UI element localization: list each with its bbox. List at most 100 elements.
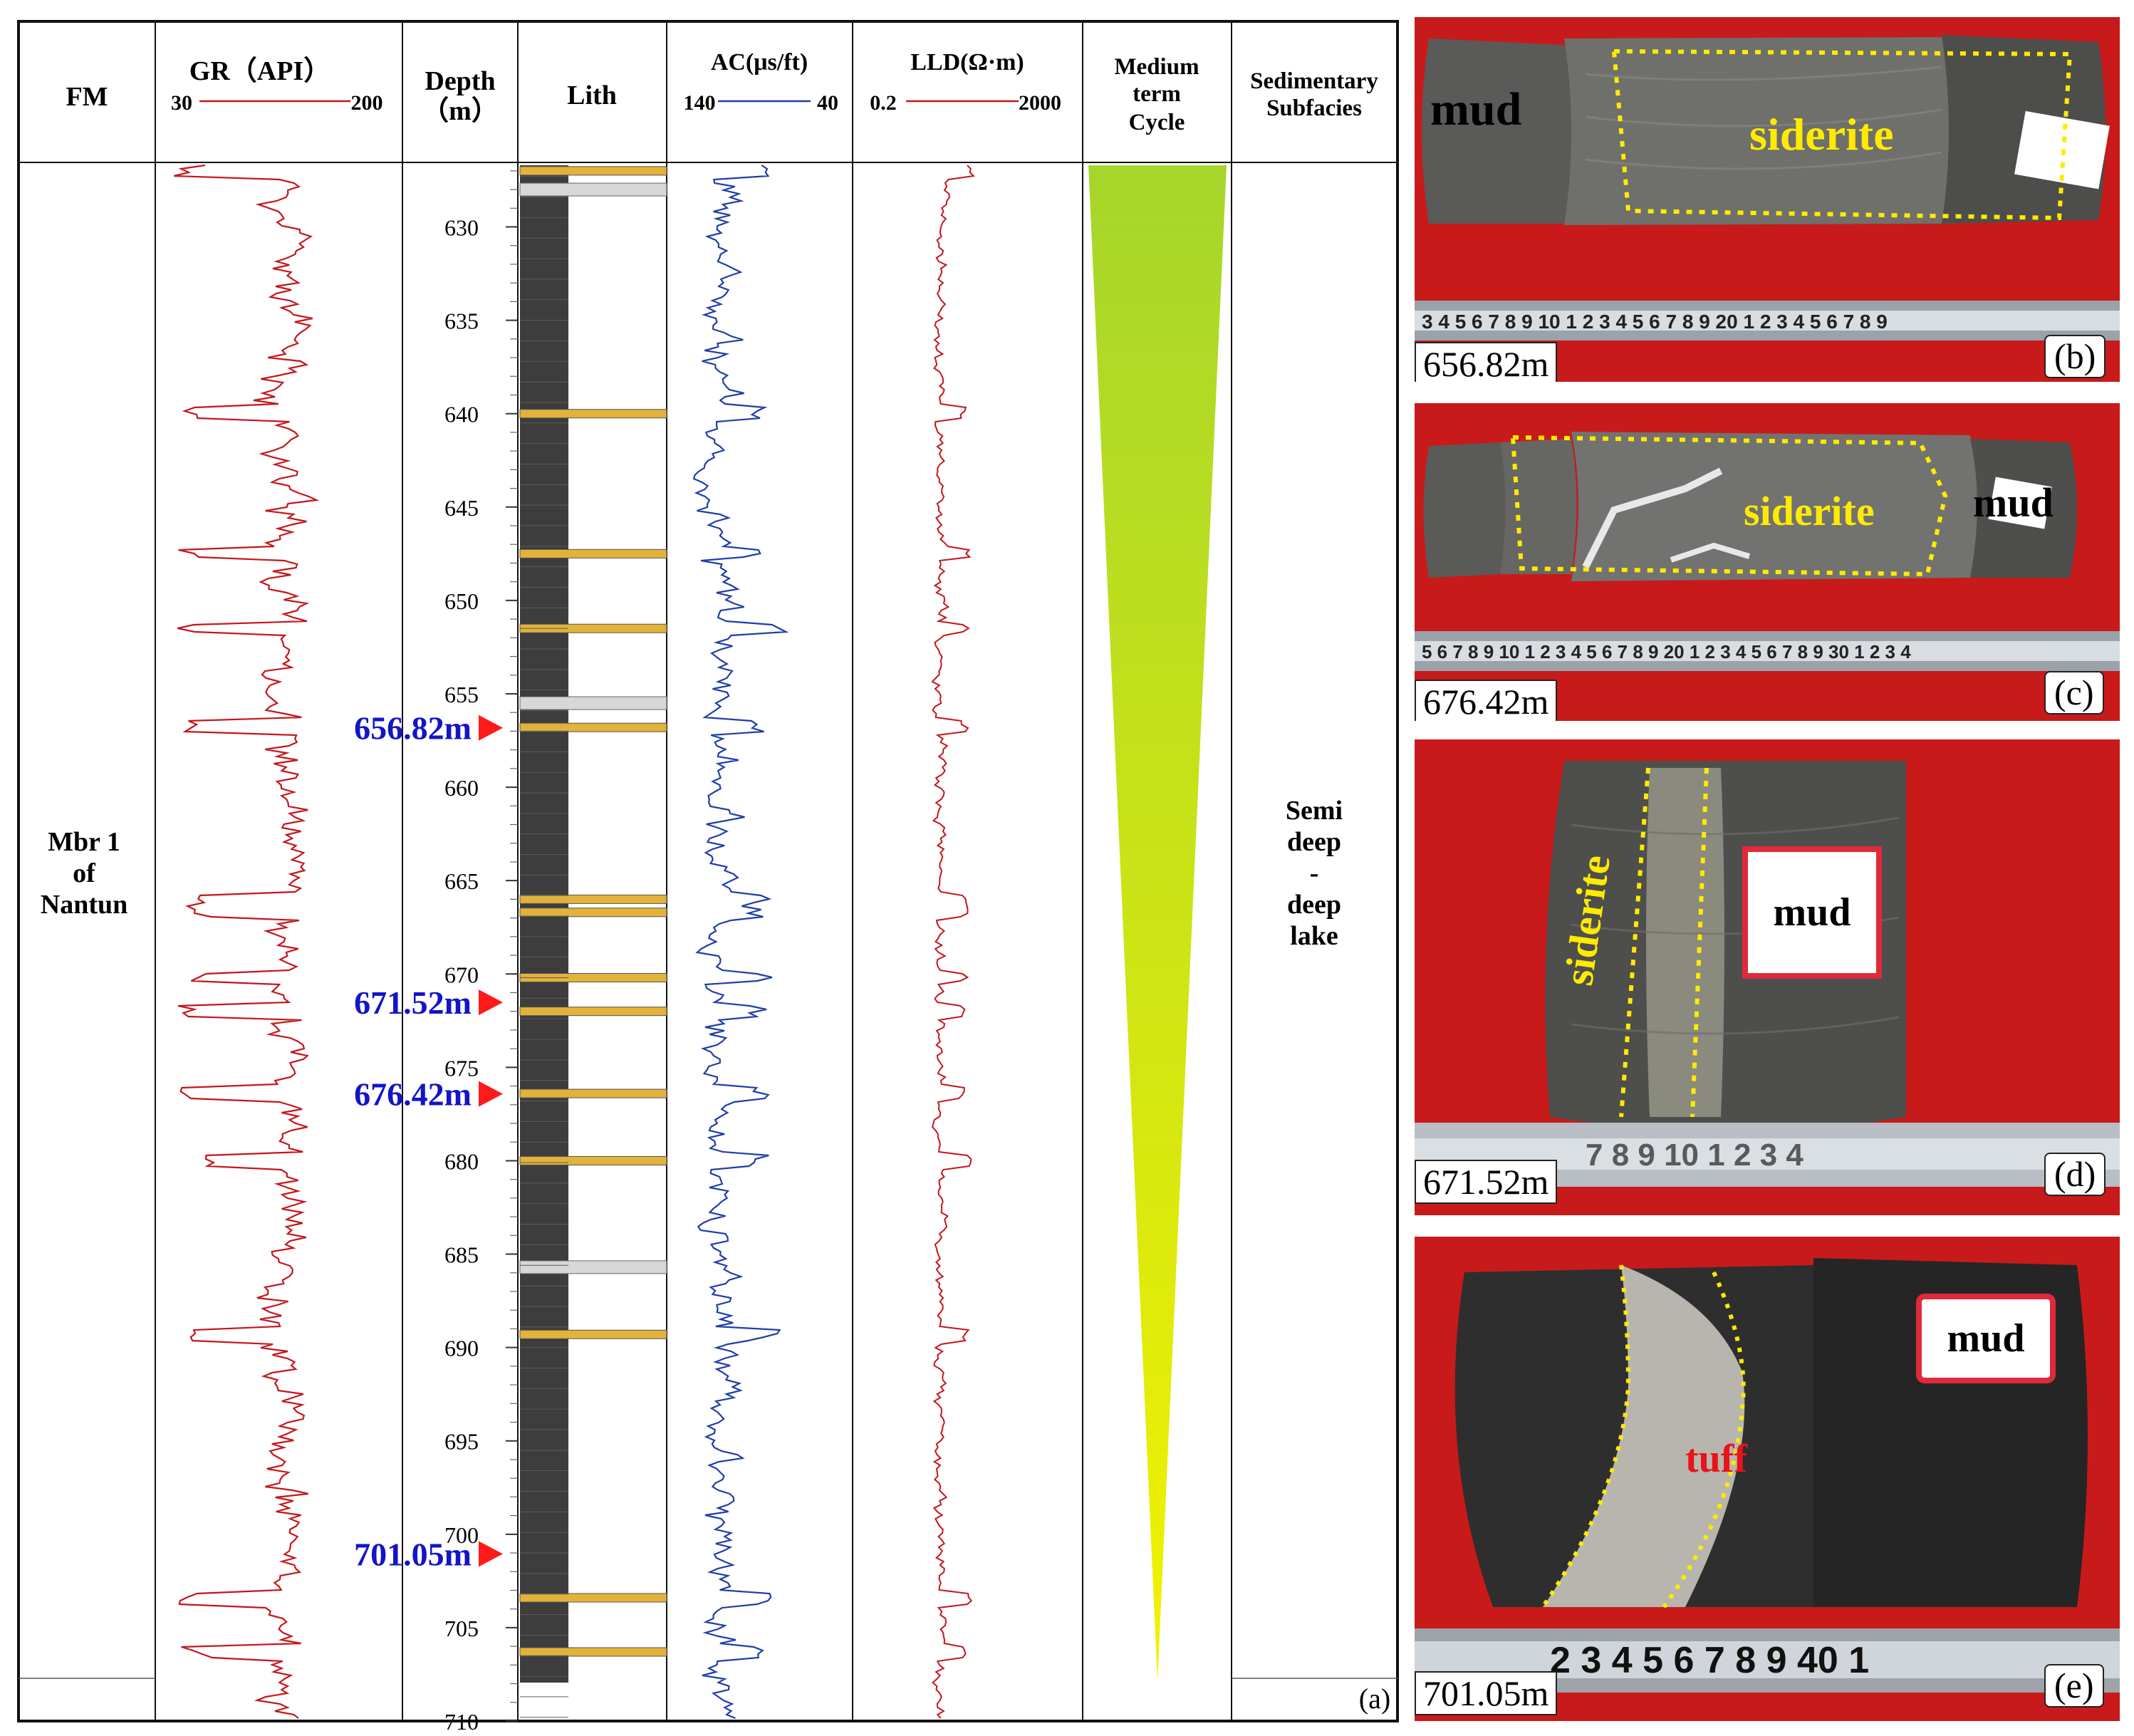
depth-markers: 656.82m 671.52m 676.42m 701.05m (354, 710, 503, 1572)
formation-line-3: Nantun (41, 890, 128, 920)
header-depth-unit: （m） (422, 96, 499, 126)
depth-axis: 630 635 640 645 650 655 660 665 670 675 680 685 690 6… (444, 170, 518, 1735)
depth-tick-label: 645 (444, 495, 479, 521)
lith-beds (519, 166, 667, 1718)
tuff-bed (519, 182, 667, 197)
header-lith: Lith (567, 80, 617, 110)
ac-curve (692, 165, 789, 1720)
photo-d-mud-label: mud (1742, 846, 1882, 979)
siderite-bed (519, 722, 667, 732)
depth-marker-label: 656.82m (354, 710, 472, 747)
siderite-bed (519, 908, 667, 918)
depth-tick-label: 695 (444, 1429, 479, 1455)
formation-line-1: Mbr 1 (48, 827, 120, 857)
photo-e-panel-label: (e) (2044, 1664, 2104, 1708)
depth-marker-label: 676.42m (354, 1076, 472, 1113)
photo-b-panel-label: (b) (2044, 335, 2106, 378)
depth-marker-arrow (479, 714, 503, 741)
core-photo-d: 7 8 9 10 1 2 3 4 mud siderite 671.52m (d… (1415, 739, 2120, 1215)
panel-a-label: (a) (1359, 1683, 1390, 1715)
depth-tick-label: 710 (444, 1709, 479, 1735)
photo-c-mud-label: mud (1973, 479, 2054, 526)
photo-c-depth: 676.42m (1415, 680, 1558, 721)
ruler-d-text: 7 8 9 10 1 2 3 4 (1586, 1138, 1804, 1173)
siderite-bed (519, 1647, 667, 1657)
header-ac: AC(μs/ft) (711, 49, 808, 76)
depth-marker-label: 701.05m (354, 1536, 472, 1572)
header-fm: FM (66, 82, 108, 112)
depth-marker-arrow (479, 1081, 503, 1107)
header-depth: Depth (425, 66, 495, 96)
depth-tick-label: 690 (444, 1336, 479, 1361)
siderite-bed (519, 1155, 667, 1165)
formation-line-2: of (73, 858, 96, 888)
photo-c-panel-label: (c) (2044, 671, 2104, 714)
photo-e-depth: 701.05m (1415, 1671, 1558, 1715)
siderite-bed (519, 409, 667, 419)
tuff-bed (519, 696, 667, 710)
siderite-bed (519, 549, 667, 558)
siderite-bed (519, 1593, 667, 1603)
gr-curve (173, 164, 320, 1719)
ruler-e-text: 2 3 4 5 6 7 8 9 40 1 (1550, 1640, 1869, 1681)
photo-b-siderite-label: siderite (1749, 109, 1894, 160)
medium-term-cycle-triangle (1088, 165, 1227, 1681)
column-dividers (155, 21, 1232, 1721)
header-cycle-3: Cycle (1129, 110, 1185, 135)
facies-line-3: - (1310, 858, 1319, 888)
facies-line-2: deep (1287, 827, 1341, 857)
depth-marker-arrow (479, 989, 503, 1016)
header-gr: GR（API） (189, 56, 330, 86)
lld-curve (931, 165, 975, 1719)
photo-d-depth: 671.52m (1415, 1160, 1558, 1204)
depth-marker-arrow (479, 1541, 503, 1567)
photo-e-tuff-label: tuff (1685, 1437, 1748, 1481)
depth-tick-label: 650 (444, 588, 479, 614)
depth-tick-label: 700 (444, 1522, 479, 1548)
depth-tick-label: 675 (444, 1055, 479, 1081)
depth-tick-label: 640 (444, 402, 479, 427)
depth-tick-label: 705 (444, 1616, 479, 1641)
photo-b-depth: 656.82m (1415, 342, 1558, 382)
core-photo-c: 5 6 7 8 9 10 1 2 3 4 5 6 7 8 9 20 1 2 3 … (1415, 403, 2120, 721)
core-photo-e: 2 3 4 5 6 7 8 9 40 1 mud tuff 701.05m (e… (1415, 1237, 2120, 1721)
siderite-bed (519, 1007, 667, 1017)
header-lld-right: 2000 (1019, 91, 1061, 115)
ruler-b-text: 3 4 5 6 7 8 9 10 1 2 3 4 5 6 7 8 9 20 1 … (1422, 311, 1888, 333)
depth-tick-label: 685 (444, 1242, 479, 1268)
facies-line-4: deep (1287, 890, 1341, 920)
facies-line-5: lake (1290, 921, 1338, 951)
core-photo-b: 3 4 5 6 7 8 9 10 1 2 3 4 5 6 7 8 9 20 1 … (1415, 17, 2120, 382)
ruler-c-text: 5 6 7 8 9 10 1 2 3 4 5 6 7 8 9 20 1 2 3 … (1422, 641, 1911, 662)
header-lld: LLD(Ω·m) (910, 49, 1024, 76)
header-ac-right: 40 (817, 91, 838, 115)
header-facies-2: Subfacies (1266, 95, 1362, 121)
photo-b-mud-label: mud (1430, 83, 1522, 135)
depth-tick-label: 635 (444, 308, 479, 334)
header-cycle-1: Medium (1114, 54, 1199, 80)
siderite-bed (519, 1088, 667, 1098)
header-lld-left: 0.2 (870, 91, 897, 115)
siderite-bed (519, 166, 667, 176)
siderite-bed (519, 1329, 667, 1339)
header-ac-left: 140 (684, 91, 716, 115)
siderite-bed (519, 894, 667, 904)
depth-marker-label: 671.52m (354, 984, 472, 1021)
header-cycle-2: term (1133, 81, 1181, 107)
depth-tick-label: 670 (444, 962, 479, 987)
facies-line-1: Semi (1286, 796, 1343, 826)
depth-tick-label: 630 (444, 215, 479, 241)
lith-mudstone-column (520, 165, 568, 1683)
depth-tick-label: 660 (444, 775, 479, 801)
photo-e-mud-label: mud (1916, 1294, 2056, 1383)
header-facies-1: Sedimentary (1250, 68, 1378, 94)
tuff-bed (519, 1260, 667, 1274)
depth-tick-label: 680 (444, 1148, 479, 1174)
photo-c-siderite-label: siderite (1744, 488, 1875, 534)
header-gr-min: 30 (171, 91, 192, 115)
depth-tick-label: 665 (444, 868, 479, 894)
header-gr-max: 200 (351, 91, 383, 115)
photo-d-panel-label: (d) (2044, 1153, 2106, 1196)
depth-tick-label: 655 (444, 682, 479, 707)
